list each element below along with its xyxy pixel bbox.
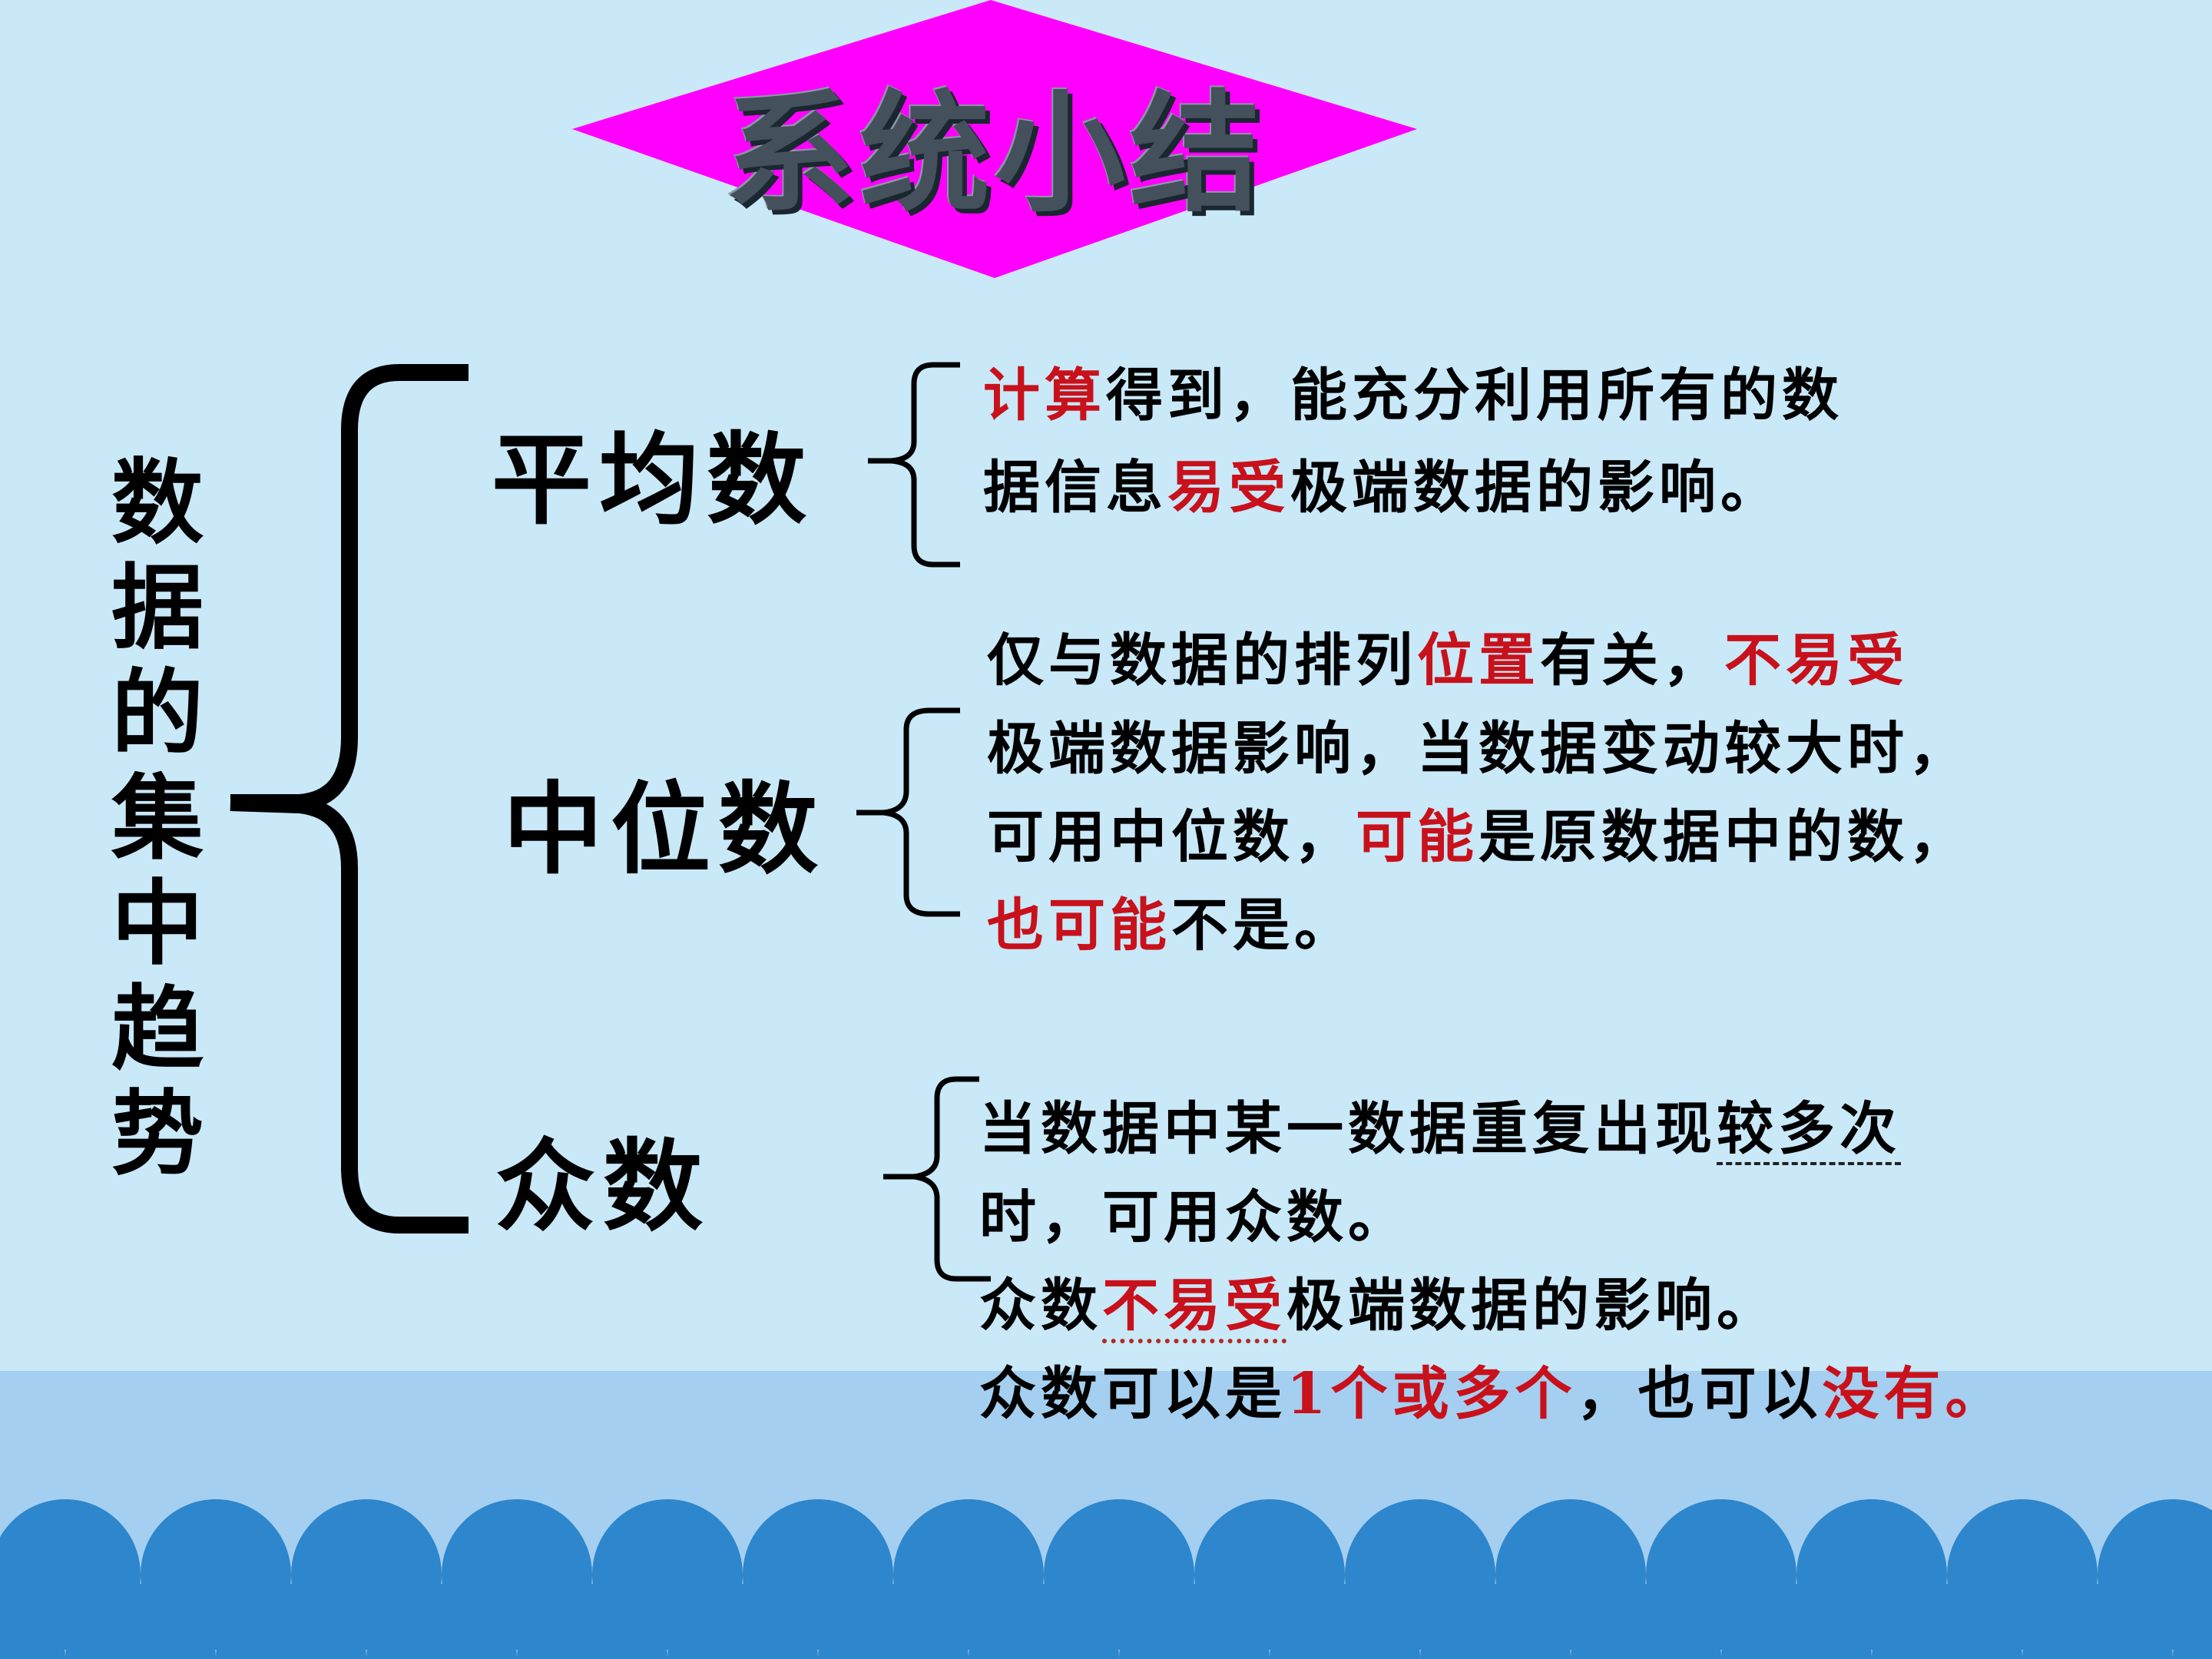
median-brace: [856, 707, 960, 917]
mean-line-2-pre: 据信息: [983, 455, 1167, 521]
category-median: 中位数: [503, 770, 826, 888]
wave-scallop: [1571, 1584, 1721, 1659]
mode-line-4-red1: 1个或多个: [1286, 1361, 1577, 1427]
mode-line-3-red: 不易受: [1102, 1273, 1286, 1343]
wave-scallop: [0, 1584, 65, 1659]
mode-line-3-post: 极端数据的影响。: [1286, 1273, 1778, 1339]
mode-line-4: 众数可以是1个或多个，也可以没有。: [979, 1356, 2007, 1432]
mode-brace: [883, 1076, 991, 1282]
median-line-3-red: 可能: [1356, 804, 1479, 870]
wave-scallop: [517, 1584, 667, 1659]
wave-scallop: [1119, 1584, 1270, 1659]
median-line-1-red2: 不易受: [1724, 628, 1909, 694]
mode-line-3: 众数不易受极端数据的影响。: [979, 1267, 1778, 1344]
median-line-2: 极端数据影响，当数据变动较大时，: [987, 716, 1970, 782]
category-mean: 平均数: [492, 421, 815, 538]
mean-line-1-red: 计算: [983, 363, 1106, 429]
mode-line-4-pre: 众数可以是: [979, 1361, 1286, 1427]
wave-scallop: [1872, 1584, 2022, 1659]
topic-label-char: 集: [111, 764, 204, 873]
mode-line-1-underlined: 较多次: [1717, 1096, 1901, 1165]
wave-scallop: [667, 1584, 818, 1659]
wave-scallop: [1270, 1584, 1420, 1659]
topic-label-char: 的: [111, 659, 204, 767]
topic-label-char: 势: [111, 1080, 204, 1188]
mode-line-4-mid: ，也可以: [1576, 1361, 1823, 1427]
topic-label-char: 中: [111, 869, 204, 978]
mode-line-4-red2: 没有。: [1822, 1361, 2007, 1427]
median-line-4-red: 也可能: [987, 892, 1171, 959]
median-line-1: 仅与数据的排列位置有关，不易受: [987, 622, 1909, 699]
category-mode: 众数: [495, 1128, 711, 1245]
mean-line-1: 计算得到，能充分利用所有的数: [983, 357, 1843, 434]
median-line-3-post: 是原数据中的数，: [1479, 804, 1970, 870]
mode-line-2: 时，可用众数。: [979, 1184, 1409, 1250]
main-brace: [230, 364, 469, 1233]
wave-scallop: [216, 1584, 366, 1659]
mean-line-2-post: 极端数据的影响。: [1290, 455, 1782, 521]
slide-title: 系统小结: [724, 77, 1265, 230]
wave-scallop: [818, 1584, 969, 1659]
topic-label-char: 据: [111, 554, 204, 662]
mean-line-2-red: 易受: [1167, 455, 1290, 521]
median-line-1-mid: 有关，: [1540, 628, 1724, 694]
mode-line-3-pre: 众数: [979, 1273, 1102, 1339]
wave-scallop: [1420, 1584, 1571, 1659]
wave-scallop: [969, 1584, 1119, 1659]
mean-line-1-rest: 得到，能充分利用所有的数: [1106, 363, 1843, 429]
median-line-3: 可用中位数，可能是原数据中的数，: [987, 799, 1970, 876]
median-line-1-pre: 仅与数据的排列: [987, 628, 1417, 694]
median-line-4-post: 不是。: [1171, 892, 1356, 959]
mean-brace: [868, 362, 960, 568]
topic-label-char: 数: [111, 449, 204, 557]
median-line-3-pre: 可用中位数，: [987, 804, 1356, 870]
wave-scallop: [2022, 1584, 2173, 1659]
mode-line-1-pre: 当数据中某一数据重复出现: [979, 1096, 1717, 1162]
median-line-4: 也可能不是。: [987, 887, 1356, 964]
median-line-1-red1: 位置: [1417, 628, 1540, 694]
mode-line-1: 当数据中某一数据重复出现较多次: [979, 1091, 1901, 1167]
wave-scallop: [65, 1584, 216, 1659]
wave-scallop: [366, 1584, 517, 1659]
topic-label-char: 趋: [111, 975, 204, 1083]
mean-line-2: 据信息易受极端数据的影响。: [983, 449, 1782, 526]
wave-scallop: [2173, 1593, 2212, 1659]
wave-scallop: [1721, 1584, 1872, 1659]
